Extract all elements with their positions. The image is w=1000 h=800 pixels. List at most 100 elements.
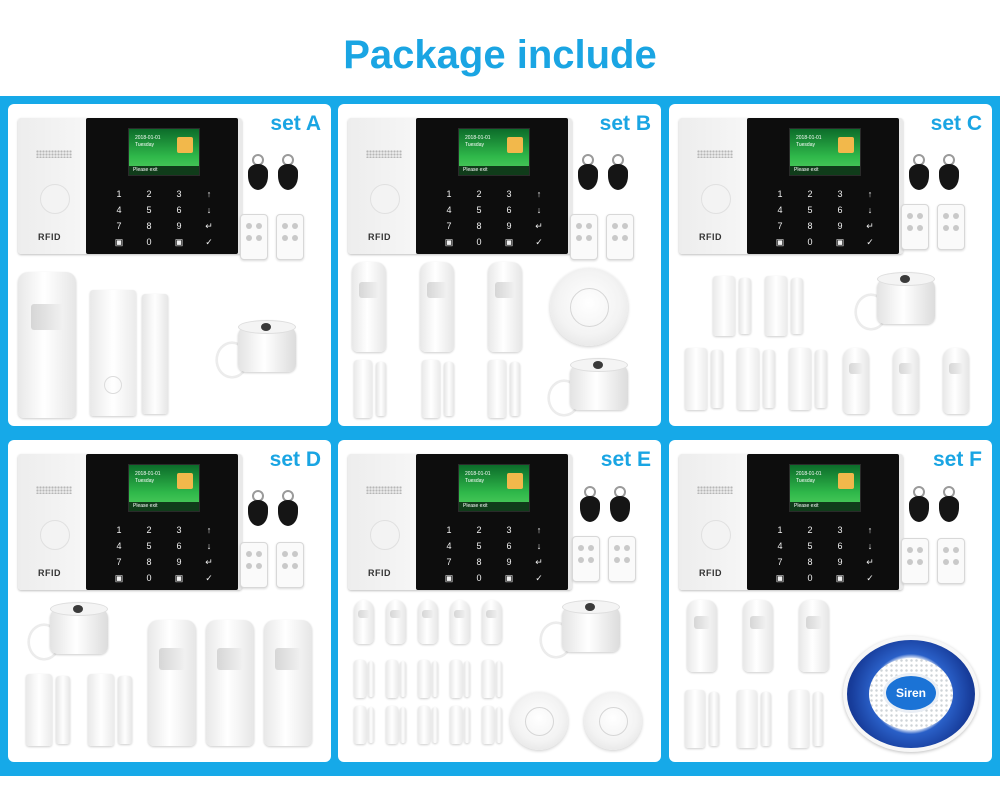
remote-button-icon bbox=[292, 551, 298, 557]
keypad-key: 2 bbox=[146, 525, 152, 535]
keypad-key: 7 bbox=[446, 557, 452, 567]
keypad-key: 6 bbox=[506, 541, 512, 551]
screen-date: 2018-01-01 bbox=[465, 471, 491, 477]
keypad-key: 7 bbox=[446, 221, 452, 231]
keypad-key: 6 bbox=[506, 205, 512, 215]
keypad-key: ▣ bbox=[114, 237, 124, 247]
rfid-tag-icon bbox=[608, 154, 628, 190]
door-sensor-icon bbox=[26, 674, 52, 746]
remote-button-icon bbox=[624, 545, 630, 551]
keypad-key: ▣ bbox=[174, 237, 184, 247]
door-sensor-icon bbox=[354, 706, 366, 744]
keypad-key: 4 bbox=[116, 205, 122, 215]
screen-day: Tuesday bbox=[796, 142, 815, 148]
keypad-key: ↵ bbox=[205, 557, 213, 567]
door-magnet-icon bbox=[400, 707, 406, 743]
keypad-key: 0 bbox=[807, 237, 813, 247]
keypad-key: ▣ bbox=[775, 237, 785, 247]
screen-status: Please exit bbox=[129, 166, 199, 175]
rfid-tag-icon bbox=[909, 486, 929, 522]
screen-date: 2018-01-01 bbox=[796, 471, 822, 477]
remote-control-icon bbox=[606, 214, 634, 260]
screen-day: Tuesday bbox=[135, 142, 154, 148]
keypad-key: ↑ bbox=[206, 525, 212, 535]
siren-logo-icon bbox=[900, 275, 910, 283]
keypad-key: ✓ bbox=[205, 237, 213, 247]
door-magnet-icon bbox=[368, 661, 374, 697]
rfid-label: RFID bbox=[368, 568, 391, 578]
keypad-key: ↑ bbox=[867, 189, 873, 199]
screen-day: Tuesday bbox=[465, 142, 484, 148]
keypad-key: 2 bbox=[807, 189, 813, 199]
house-icon bbox=[838, 473, 854, 489]
house-icon bbox=[507, 137, 523, 153]
keypad-key: ▣ bbox=[444, 237, 454, 247]
keypad-key: ↵ bbox=[866, 221, 874, 231]
remote-button-icon bbox=[246, 235, 252, 241]
keypad-key: 7 bbox=[777, 221, 783, 231]
set-label: set E bbox=[600, 448, 651, 471]
keypad-key: ↓ bbox=[867, 541, 873, 551]
keypad-key: ▣ bbox=[174, 573, 184, 583]
rfid-label: RFID bbox=[368, 232, 391, 242]
screen-date: 2018-01-01 bbox=[135, 135, 161, 141]
pir-sensor-icon bbox=[943, 348, 969, 414]
remote-control-icon bbox=[937, 204, 965, 250]
remote-button-icon bbox=[953, 225, 959, 231]
door-magnet-icon bbox=[376, 362, 386, 416]
keypad-key: ▣ bbox=[835, 237, 845, 247]
keypad-key: 3 bbox=[176, 189, 182, 199]
screen-status: Please exit bbox=[129, 502, 199, 511]
remote-button-icon bbox=[586, 235, 592, 241]
keypad-key: ↵ bbox=[866, 557, 874, 567]
pir-sensor-icon bbox=[148, 620, 196, 746]
door-magnet-icon bbox=[118, 676, 132, 744]
pir-sensor-icon bbox=[488, 262, 522, 352]
door-sensor-icon bbox=[488, 360, 506, 418]
door-magnet-icon bbox=[815, 350, 827, 408]
siren-icon bbox=[855, 272, 935, 332]
rfid-reader-icon bbox=[40, 520, 70, 550]
keypad-key: 3 bbox=[176, 525, 182, 535]
pir-sensor-icon bbox=[743, 600, 773, 672]
keypad-key: 6 bbox=[837, 205, 843, 215]
keypad-key: 3 bbox=[837, 189, 843, 199]
pir-sensor-icon bbox=[799, 600, 829, 672]
remote-button-icon bbox=[282, 223, 288, 229]
remote-control-icon bbox=[608, 536, 636, 582]
keypad-key: 4 bbox=[446, 205, 452, 215]
siren-logo-icon bbox=[261, 323, 271, 331]
keypad-key: 7 bbox=[116, 557, 122, 567]
page-title: Package include bbox=[343, 33, 657, 77]
remote-button-icon bbox=[953, 213, 959, 219]
keypad-key: 4 bbox=[446, 541, 452, 551]
screen-date: 2018-01-01 bbox=[135, 471, 161, 477]
remote-button-icon bbox=[588, 557, 594, 563]
remote-control-icon bbox=[240, 214, 268, 260]
rfid-tag-icon bbox=[610, 486, 630, 522]
pir-sensor-icon bbox=[450, 600, 470, 644]
door-sensor-icon bbox=[422, 360, 440, 418]
screen-status: Please exit bbox=[790, 166, 860, 175]
rfid-tag-icon bbox=[578, 154, 598, 190]
remote-button-icon bbox=[282, 563, 288, 569]
keypad-key: 4 bbox=[777, 205, 783, 215]
door-sensor-icon bbox=[354, 660, 366, 698]
keypad-key: 3 bbox=[506, 525, 512, 535]
door-magnet-icon bbox=[510, 362, 520, 416]
rfid-reader-icon bbox=[701, 184, 731, 214]
keypad-key: 8 bbox=[476, 557, 482, 567]
door-sensor-icon bbox=[685, 348, 707, 410]
keypad-key: 9 bbox=[506, 221, 512, 231]
screen-day: Tuesday bbox=[135, 478, 154, 484]
